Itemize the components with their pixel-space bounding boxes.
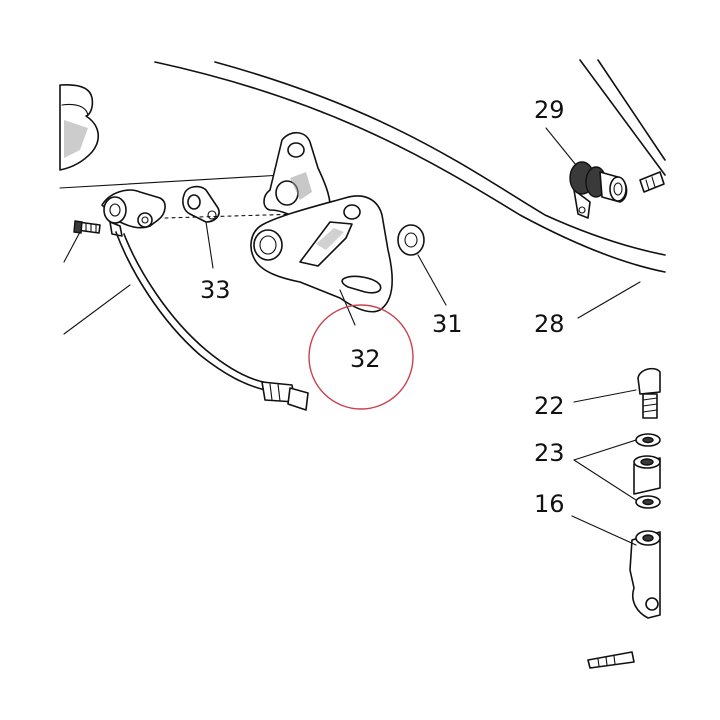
frame-tube-28 xyxy=(59,59,666,273)
screw-left xyxy=(73,220,101,234)
bolt-bottom xyxy=(587,651,635,669)
bolt-22 xyxy=(637,367,661,419)
callout-28: 28 xyxy=(534,310,565,338)
leader-lines xyxy=(63,127,641,546)
callout-22: 22 xyxy=(534,392,565,420)
callout-23: 23 xyxy=(534,439,565,467)
highlight-circle xyxy=(308,304,414,410)
mount-16 xyxy=(629,530,661,619)
callout-33: 33 xyxy=(200,276,231,304)
callout-16: 16 xyxy=(534,490,565,518)
housing-fragment xyxy=(59,83,99,171)
callout-31: 31 xyxy=(432,310,463,338)
washers-23 xyxy=(633,433,661,509)
spacer-plate-33 xyxy=(182,185,220,223)
washer-31 xyxy=(397,224,425,256)
speed-sensor xyxy=(101,189,309,411)
bracket-32 xyxy=(250,195,393,313)
callout-32: 32 xyxy=(350,345,381,373)
grommet-29 xyxy=(569,161,628,219)
fixing-axis-line xyxy=(164,213,301,219)
bracket-upper xyxy=(263,131,332,223)
callout-29: 29 xyxy=(534,96,565,124)
bolt-frame xyxy=(639,171,665,193)
